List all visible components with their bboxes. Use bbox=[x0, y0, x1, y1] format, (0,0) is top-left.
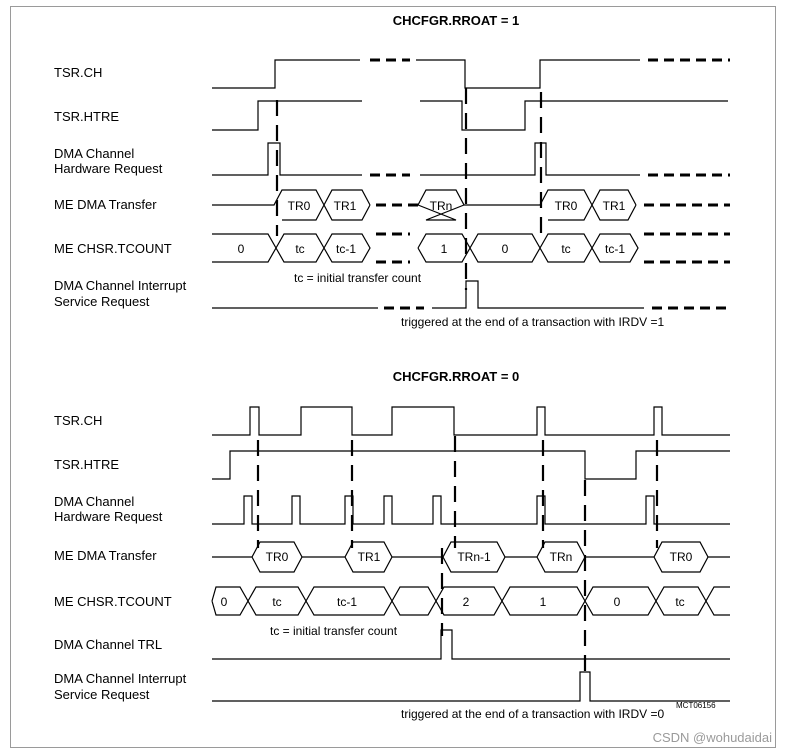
bottom-trigger-note: triggered at the end of a transaction wi… bbox=[401, 707, 664, 721]
top-label-tsr-htre: TSR.HTRE bbox=[54, 109, 119, 124]
figure-frame bbox=[10, 6, 776, 748]
bottom-tcount-5: 0 bbox=[614, 595, 621, 609]
bottom-transfer-n-1: TRn-1 bbox=[457, 550, 491, 564]
top-wave-tcount bbox=[212, 232, 730, 264]
top-wave-hw-request bbox=[212, 142, 730, 177]
top-transfer-0: TR0 bbox=[288, 199, 311, 213]
bottom-tcount-0: 0 bbox=[221, 595, 228, 609]
bottom-tcount-3: 2 bbox=[463, 595, 470, 609]
bottom-wave-tcount bbox=[211, 586, 730, 616]
top-wave-int-request bbox=[212, 280, 730, 310]
bottom-wave-hw-request bbox=[212, 495, 730, 525]
bottom-tc-note: tc = initial transfer count bbox=[270, 624, 398, 638]
top-tc-note: tc = initial transfer count bbox=[294, 271, 422, 285]
bottom-wave-me-dma-transfer bbox=[212, 541, 730, 573]
top-label-hw-request-1: DMA Channel bbox=[54, 146, 134, 161]
top-transfer-n: TRn bbox=[430, 199, 453, 213]
top-label-hw-request-2: Hardware Request bbox=[54, 161, 163, 176]
top-tcount-2: tc-1 bbox=[336, 242, 356, 256]
top-tcount-1: tc bbox=[295, 242, 304, 256]
bottom-transfer-1: TR1 bbox=[358, 550, 381, 564]
bottom-label-hw-request-2: Hardware Request bbox=[54, 509, 163, 524]
bottom-label-me-dma-transfer: ME DMA Transfer bbox=[54, 548, 157, 563]
bottom-label-tcount: ME CHSR.TCOUNT bbox=[54, 594, 172, 609]
top-wave-tsr-htre bbox=[212, 100, 728, 131]
bottom-wave-tsr-htre bbox=[212, 450, 730, 480]
top-tcount-4: 0 bbox=[502, 242, 509, 256]
bottom-tcount-4: 1 bbox=[540, 595, 547, 609]
top-label-int-request-1: DMA Channel Interrupt bbox=[54, 278, 187, 293]
top-label-tsr-ch: TSR.CH bbox=[54, 65, 102, 80]
top-trigger-note: triggered at the end of a transaction wi… bbox=[401, 315, 664, 329]
bottom-label-tsr-htre: TSR.HTRE bbox=[54, 457, 119, 472]
top-vertical-markers bbox=[275, 88, 543, 290]
top-tcount-0: 0 bbox=[238, 242, 245, 256]
top-tcount-6: tc-1 bbox=[605, 242, 625, 256]
top-title: CHCFGR.RROAT = 1 bbox=[393, 13, 520, 28]
bottom-label-tsr-ch: TSR.CH bbox=[54, 413, 102, 428]
watermark: CSDN @wohudaidai bbox=[653, 730, 773, 745]
top-wave-tsr-ch bbox=[212, 58, 730, 89]
bottom-label-trl: DMA Channel TRL bbox=[54, 637, 162, 652]
top-tcount-3: 1 bbox=[441, 242, 448, 256]
bottom-wave-tsr-ch bbox=[212, 406, 730, 436]
bottom-tcount-6: tc bbox=[675, 595, 684, 609]
top-transfer-4: TR1 bbox=[603, 199, 626, 213]
bottom-transfer-0: TR0 bbox=[266, 550, 289, 564]
bottom-wave-int-request bbox=[212, 671, 730, 702]
bottom-title: CHCFGR.RROAT = 0 bbox=[393, 369, 520, 384]
top-transfer-1: TR1 bbox=[334, 199, 357, 213]
bottom-transfer-n: TRn bbox=[550, 550, 573, 564]
top-label-tcount: ME CHSR.TCOUNT bbox=[54, 241, 172, 256]
bottom-vertical-markers bbox=[256, 436, 659, 676]
figure-id: MCT06156 bbox=[676, 701, 716, 710]
top-tcount-5: tc bbox=[561, 242, 570, 256]
bottom-label-int-request-2: Service Request bbox=[54, 687, 150, 702]
bottom-tcount-2: tc-1 bbox=[337, 595, 357, 609]
top-label-me-dma-transfer: ME DMA Transfer bbox=[54, 197, 157, 212]
bottom-label-hw-request-1: DMA Channel bbox=[54, 494, 134, 509]
bottom-tcount-1: tc bbox=[272, 595, 281, 609]
bottom-wave-trl bbox=[212, 629, 730, 660]
bottom-transfer-4: TR0 bbox=[670, 550, 693, 564]
bottom-label-int-request-1: DMA Channel Interrupt bbox=[54, 671, 187, 686]
top-label-int-request-2: Service Request bbox=[54, 294, 150, 309]
top-transfer-3: TR0 bbox=[555, 199, 578, 213]
